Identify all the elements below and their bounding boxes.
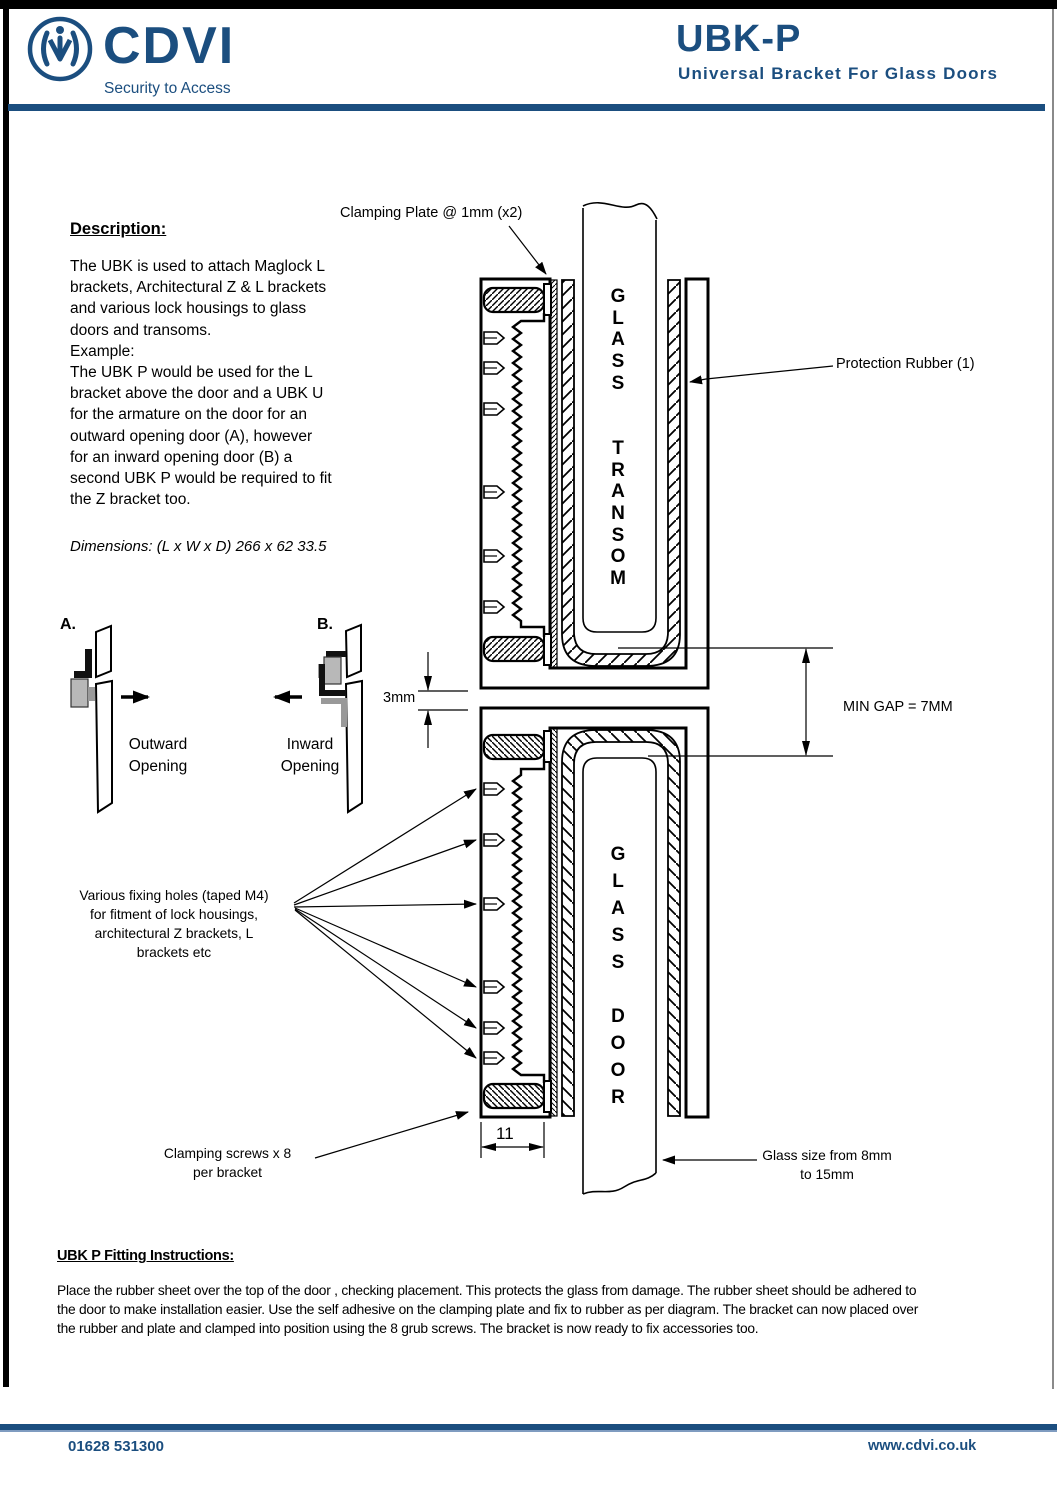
page-border-right — [1052, 9, 1054, 1389]
width-11-label: 11 — [496, 1124, 514, 1143]
product-title: UBK-P — [676, 18, 802, 60]
schematic-b-label: B. — [317, 616, 333, 633]
outward-opening-label: Outward Opening — [128, 736, 188, 775]
fixing-holes-label: Various fixing holes (taped M4) for fitm… — [79, 888, 269, 960]
glass-door-text: G L A S S D O O R — [610, 844, 626, 1108]
brand-name: CDVI — [103, 17, 236, 75]
footer-rule — [0, 1424, 1057, 1432]
fitting-instructions-heading: UBK P Fitting Instructions: — [57, 1248, 234, 1264]
brand-tagline: Security to Access — [104, 80, 231, 97]
clamping-plate-label: Clamping Plate @ 1mm (x2) — [340, 205, 523, 221]
footer-phone: 01628 531300 — [68, 1438, 164, 1455]
gap-3mm-label: 3mm — [383, 690, 416, 706]
cdvi-logo-icon — [26, 14, 96, 91]
outward-opening-schematic — [70, 624, 150, 814]
header-rule — [8, 104, 1045, 111]
page-border-top — [0, 0, 1057, 9]
inward-opening-label: Inward Opening — [280, 736, 340, 775]
schematic-a-label: A. — [60, 616, 76, 633]
glass-size-label: Glass size from 8mm to 15mm — [762, 1148, 892, 1182]
protection-rubber-label: Protection Rubber (1) — [836, 356, 975, 372]
glass-door-outline — [582, 757, 657, 1195]
dimensions-note: Dimensions: (L x W x D) 266 x 62 33.5 — [70, 538, 327, 555]
product-subtitle: Universal Bracket For Glass Doors — [678, 64, 999, 83]
description-heading: Description: — [70, 220, 167, 238]
footer-website: www.cdvi.co.uk — [868, 1438, 977, 1454]
clamping-screws-label: Clamping screws x 8 per bracket — [163, 1146, 292, 1180]
description-body: The UBK is used to attach Maglock L brac… — [70, 258, 332, 509]
page-border-left — [3, 9, 9, 1387]
min-gap-label: MIN GAP = 7MM — [843, 699, 953, 715]
fitting-instructions-body: Place the rubber sheet over the top of t… — [57, 1283, 919, 1336]
glass-transom-text: G L A S S T R A N S O M — [610, 286, 626, 590]
glass-transom-outline — [582, 201, 658, 633]
inward-opening-schematic — [273, 623, 363, 814]
